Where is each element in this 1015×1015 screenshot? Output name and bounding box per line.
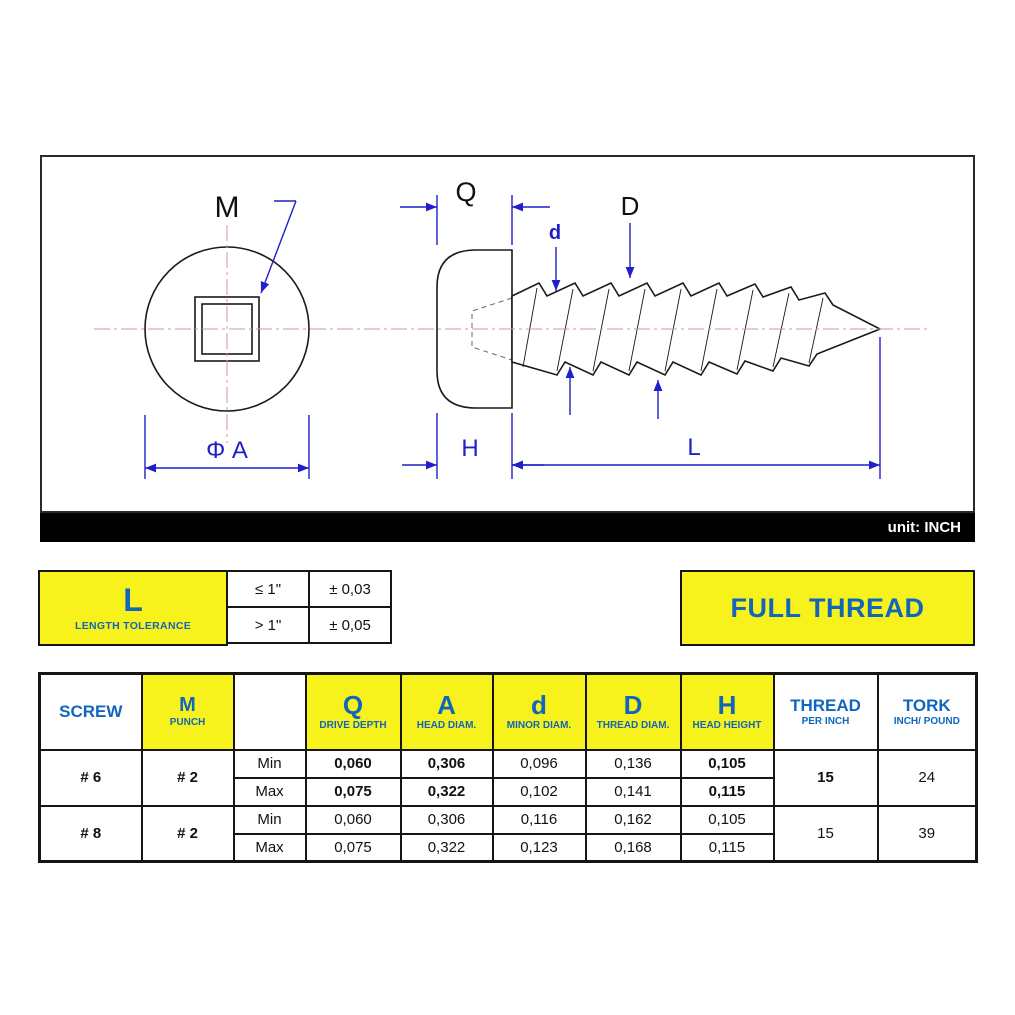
header-tork-label: TORK xyxy=(902,695,951,715)
header-d-major-label: D xyxy=(623,690,643,721)
value-cell-a: 0,306 xyxy=(399,748,494,779)
header-d-major-caption: THREAD DIAM. xyxy=(596,720,670,732)
header-m-caption: PUNCH xyxy=(169,717,206,729)
table-row: # 6 # 2 Min 0,060 0,306 0,096 0,136 0,10… xyxy=(38,748,978,807)
spec-table: SCREW M PUNCH Q DRIVE DEPTH xyxy=(38,672,978,863)
value-cell-h: 0,105 xyxy=(679,748,775,779)
value-cell-q: 0,060 xyxy=(304,804,402,835)
tolerance-value: ± 0,03 xyxy=(308,570,392,608)
tolerance-range: > 1" xyxy=(226,606,310,644)
dimension-d-major: D xyxy=(621,191,663,419)
label-phi-a: Φ A xyxy=(206,437,248,464)
drive-recess-hidden-lines xyxy=(471,297,513,361)
header-h: H HEAD HEIGHT xyxy=(679,672,775,751)
tolerance-row: > 1" ± 0,05 xyxy=(226,606,392,644)
value-cell-h: 0,115 xyxy=(679,776,775,807)
screw-size-cell: # 6 xyxy=(38,748,143,807)
header-screw: SCREW xyxy=(38,672,143,751)
header-tork-caption: INCH/ POUND xyxy=(893,715,960,727)
value-cell-a: 0,322 xyxy=(399,776,494,807)
header-h-label: H xyxy=(717,690,737,721)
dimension-m: M xyxy=(215,191,297,294)
label-l: L xyxy=(687,434,700,461)
header-m: M PUNCH xyxy=(140,672,235,751)
full-thread-label: FULL THREAD xyxy=(730,592,925,623)
screw-size-cell: # 8 xyxy=(38,804,143,863)
dimension-phi-a: Φ A xyxy=(144,415,310,479)
table-row: Max 0,075 0,322 0,123 0,168 0,115 xyxy=(40,832,977,863)
tolerance-value: ± 0,05 xyxy=(308,606,392,644)
tolerance-caption: LENGTH TOLERANCE xyxy=(74,620,192,632)
table-row: # 8 # 2 Min 0,060 0,306 0,116 0,162 0,10… xyxy=(38,804,978,863)
thread-helix-lines xyxy=(522,287,824,372)
header-tork: TORK INCH/ POUND xyxy=(876,672,978,751)
unit-bar: unit: INCH xyxy=(40,513,975,542)
full-thread-banner: FULL THREAD xyxy=(680,570,975,646)
dimension-l: L xyxy=(512,337,881,479)
label-h: H xyxy=(461,435,478,462)
header-d-minor-caption: MINOR DIAM. xyxy=(506,720,572,732)
value-cell-d-major: 0,141 xyxy=(584,776,682,807)
value-cell-d-minor: 0,102 xyxy=(491,776,587,807)
header-a-caption: HEAD DIAM. xyxy=(416,720,477,732)
limit-cell: Max xyxy=(232,832,307,863)
value-cell-a: 0,306 xyxy=(399,804,494,835)
value-cell-d-minor: 0,096 xyxy=(491,748,587,779)
punch-size-cell: # 2 xyxy=(140,804,235,863)
punch-size-cell: # 2 xyxy=(140,748,235,807)
value-cell-q: 0,075 xyxy=(304,832,402,863)
technical-drawing: M Φ A Q d xyxy=(40,155,975,513)
value-cell-h: 0,105 xyxy=(679,804,775,835)
label-q: Q xyxy=(455,177,476,207)
dimension-d-minor: d xyxy=(549,222,575,415)
centerlines xyxy=(94,225,928,443)
tork-cell: 24 xyxy=(876,748,978,807)
drawing-canvas: M Φ A Q d xyxy=(94,177,928,479)
header-d-major: D THREAD DIAM. xyxy=(584,672,682,751)
header-screw-label: SCREW xyxy=(59,702,123,722)
header-q: Q DRIVE DEPTH xyxy=(304,672,402,751)
label-m: M xyxy=(215,191,240,224)
value-cell-h: 0,115 xyxy=(679,832,775,863)
length-tolerance-box: L LENGTH TOLERANCE xyxy=(38,570,228,646)
header-thread: THREAD PER INCH xyxy=(772,672,879,751)
value-cell-d-major: 0,168 xyxy=(584,832,682,863)
value-cell-q: 0,060 xyxy=(304,748,402,779)
table-row: Max 0,075 0,322 0,102 0,141 0,115 xyxy=(40,776,977,807)
limit-cell: Min xyxy=(232,748,307,779)
value-cell-d-minor: 0,123 xyxy=(491,832,587,863)
header-a-label: A xyxy=(437,690,456,721)
tolerance-range: ≤ 1" xyxy=(226,570,310,608)
header-q-caption: DRIVE DEPTH xyxy=(319,720,387,732)
tolerance-table: ≤ 1" ± 0,03 > 1" ± 0,05 xyxy=(226,570,392,644)
unit-label: unit: INCH xyxy=(887,519,961,536)
header-m-label: M xyxy=(179,694,196,717)
limit-cell: Min xyxy=(232,804,307,835)
thread-per-inch-cell: 15 xyxy=(772,804,879,863)
tolerance-row: ≤ 1" ± 0,03 xyxy=(226,570,392,608)
tork-cell: 39 xyxy=(876,804,978,863)
spec-header-row: SCREW M PUNCH Q DRIVE DEPTH xyxy=(38,672,978,751)
header-a: A HEAD DIAM. xyxy=(399,672,494,751)
header-thread-label: THREAD xyxy=(790,695,861,715)
header-d-minor-label: d xyxy=(531,690,547,721)
value-cell-d-minor: 0,116 xyxy=(491,804,587,835)
tolerance-symbol: L xyxy=(123,582,143,618)
header-q-label: Q xyxy=(342,690,364,721)
label-d-minor: d xyxy=(549,222,561,244)
dimension-h: H xyxy=(402,413,544,479)
header-h-caption: HEAD HEIGHT xyxy=(692,720,762,732)
limit-cell: Max xyxy=(232,776,307,807)
header-d-minor: d MINOR DIAM. xyxy=(491,672,587,751)
dimension-q: Q xyxy=(400,177,550,245)
value-cell-d-major: 0,136 xyxy=(584,748,682,779)
header-blank xyxy=(232,672,307,751)
value-cell-q: 0,075 xyxy=(304,776,402,807)
label-d-major: D xyxy=(621,191,640,221)
thread-per-inch-cell: 15 xyxy=(772,748,879,807)
value-cell-a: 0,322 xyxy=(399,832,494,863)
header-thread-caption: PER INCH xyxy=(801,715,850,727)
value-cell-d-major: 0,162 xyxy=(584,804,682,835)
